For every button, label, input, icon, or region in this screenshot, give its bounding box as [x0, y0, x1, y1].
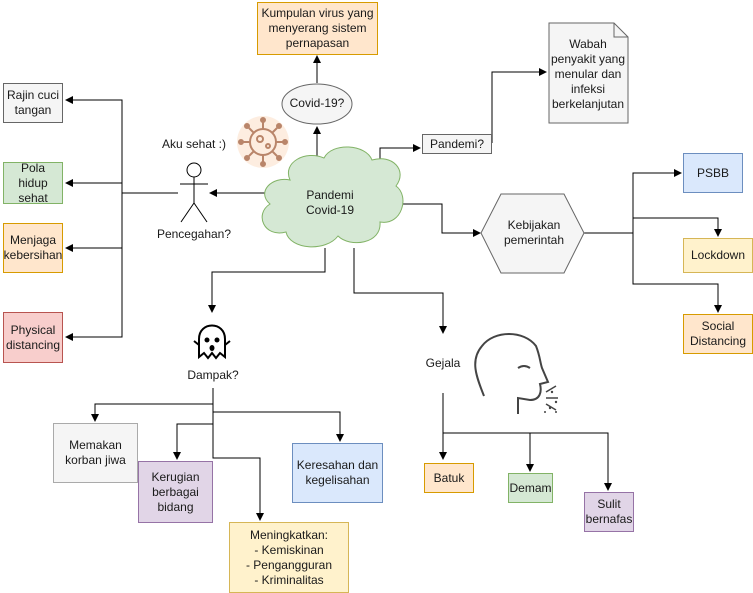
- impact-item-losses[interactable]: Kerugian berbagai bidang: [138, 461, 213, 523]
- connector-symptoms-sulit: [442, 393, 612, 491]
- symptoms-label: Gejala: [425, 356, 461, 370]
- pandemi-question-box[interactable]: Pandemi?: [422, 134, 492, 154]
- prevention-item-healthy-life[interactable]: Pola hidup sehat: [3, 160, 63, 205]
- prevention-item-physical-distancing-label: Physical distancing: [5, 322, 61, 352]
- pandemi-note-text: Wabah penyakit yang menular dan infeksi …: [550, 37, 626, 111]
- connector-center-symptoms: [353, 248, 447, 334]
- virus-description-box[interactable]: Kumpulan virus yang menyerang sistem per…: [257, 2, 378, 55]
- policy-item-social-distancing[interactable]: Social Distancing: [683, 314, 753, 354]
- impact-item-losses-label: Kerugian berbagai bidang: [151, 469, 200, 514]
- connector-impact-korban: [91, 388, 214, 422]
- connector-policy-lockdown: [632, 217, 722, 237]
- connector-center-impact: [208, 248, 326, 313]
- prevention-item-cleanliness[interactable]: Menjaga kebersihan: [3, 223, 63, 273]
- policy-item-lockdown[interactable]: Lockdown: [683, 238, 753, 273]
- connector-prevention-kebersihan: [65, 193, 123, 252]
- symptom-item-fever-label: Demam: [509, 480, 552, 495]
- pandemi-note-shape: [548, 22, 629, 124]
- person-icon: [180, 162, 208, 223]
- symptom-item-fever[interactable]: Demam: [508, 473, 553, 503]
- covid-question-ellipse[interactable]: [281, 83, 353, 125]
- pandemi-question-text: Pandemi?: [429, 136, 485, 151]
- center-label: Pandemi Covid-19: [305, 188, 355, 217]
- prevention-item-wash-hands[interactable]: Rajin cuci tangan: [3, 83, 63, 123]
- connector-policy-social: [632, 233, 722, 313]
- policy-item-social-distancing-label: Social Distancing: [689, 319, 747, 348]
- policy-item-psbb[interactable]: PSBB: [683, 153, 743, 193]
- impact-item-increases-label: Meningkatkan: - Kemiskinan - Penganggura…: [245, 527, 333, 587]
- policy-label: Kebijakan pemerintah: [503, 218, 565, 247]
- connector-impact-keresahan: [212, 404, 344, 442]
- policy-item-psbb-label: PSBB: [696, 165, 729, 180]
- symptom-item-cough-label: Batuk: [433, 470, 465, 485]
- connector-impact-meningkatkan: [212, 424, 264, 521]
- prevention-label: Pencegahan?: [156, 227, 232, 241]
- impact-item-increases[interactable]: Meningkatkan: - Kemiskinan - Penganggura…: [229, 522, 349, 593]
- covid-question-label: Covid-19?: [289, 96, 345, 110]
- center-cloud[interactable]: [261, 146, 404, 248]
- impact-item-anxiety[interactable]: Keresahan dan kegelisahan: [292, 443, 383, 503]
- impact-item-anxiety-label: Keresahan dan kegelisahan: [296, 458, 379, 487]
- policy-hexagon[interactable]: [480, 193, 585, 274]
- ghost-icon: [193, 324, 231, 360]
- policy-item-lockdown-label: Lockdown: [690, 248, 746, 262]
- connector-impact-kerugian: [173, 412, 214, 460]
- impact-label: Dampak?: [187, 368, 239, 382]
- prevention-caption: Aku sehat :): [161, 137, 227, 151]
- virus-icon: [237, 116, 289, 168]
- connector-center-policy: [398, 203, 481, 237]
- connector-prevention-wash: [65, 96, 178, 194]
- symptom-item-breathing-label: Sulit bernafas: [585, 497, 633, 526]
- prevention-item-physical-distancing[interactable]: Physical distancing: [3, 312, 63, 363]
- connector-prevention-distancing: [65, 248, 123, 341]
- virus-description-text: Kumpulan virus yang menyerang sistem per…: [261, 6, 374, 50]
- prevention-item-healthy-life-label: Pola hidup sehat: [18, 160, 48, 205]
- impact-item-casualties[interactable]: Memakan korban jiwa: [53, 423, 138, 483]
- connector-pandemi-note: [491, 68, 547, 143]
- connectors: [65, 55, 722, 521]
- prevention-item-wash-hands-label: Rajin cuci tangan: [6, 88, 60, 117]
- connector-policy-psbb: [584, 169, 682, 234]
- symptom-item-breathing[interactable]: Sulit bernafas: [584, 492, 634, 532]
- symptom-item-cough[interactable]: Batuk: [424, 463, 474, 493]
- impact-item-casualties-label: Memakan korban jiwa: [65, 438, 126, 467]
- coughing-head-icon: [474, 333, 558, 414]
- prevention-item-cleanliness-label: Menjaga kebersihan: [3, 233, 63, 262]
